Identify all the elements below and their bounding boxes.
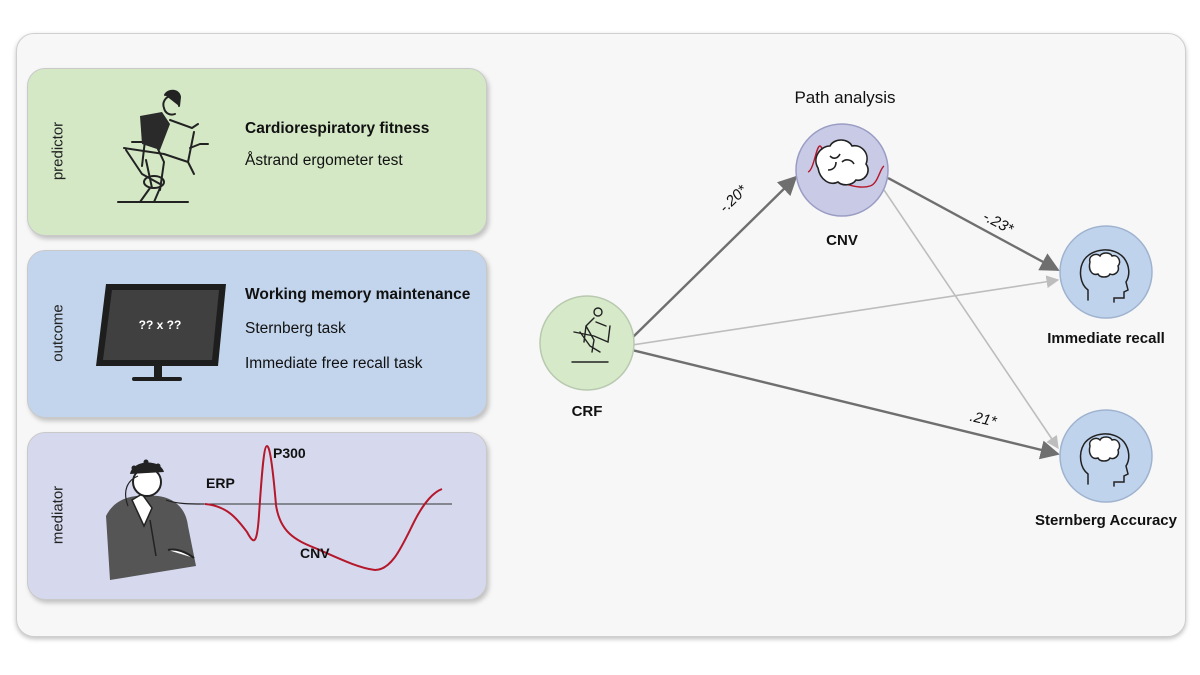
cnv-node-label: CNV (826, 232, 858, 249)
outcome-title: Working memory maintenance (245, 286, 471, 303)
mediator-side-label: mediator (49, 485, 67, 545)
immediate-recall-label: Immediate recall (1047, 330, 1165, 347)
predictor-title: Cardiorespiratory fitness (245, 120, 430, 137)
path-analysis-title: Path analysis (794, 88, 896, 107)
cnv-wave-label: CNV (300, 545, 330, 561)
outcome-side-label: outcome (49, 304, 67, 362)
crf-node-label: CRF (571, 403, 603, 420)
sternberg-accuracy-label: Sternberg Accuracy (1034, 512, 1178, 529)
mediator-panel (27, 432, 487, 600)
erp-label: ERP (206, 475, 235, 491)
outcome-line-1: Sternberg task (245, 320, 346, 337)
outcome-line-2: Immediate free recall task (245, 355, 423, 372)
predictor-side-label: predictor (49, 121, 67, 181)
predictor-line-1: Åstrand ergometer test (245, 152, 403, 169)
p300-label: P300 (273, 445, 306, 461)
monitor-text: ?? x ?? (138, 318, 182, 332)
predictor-panel (27, 68, 487, 236)
